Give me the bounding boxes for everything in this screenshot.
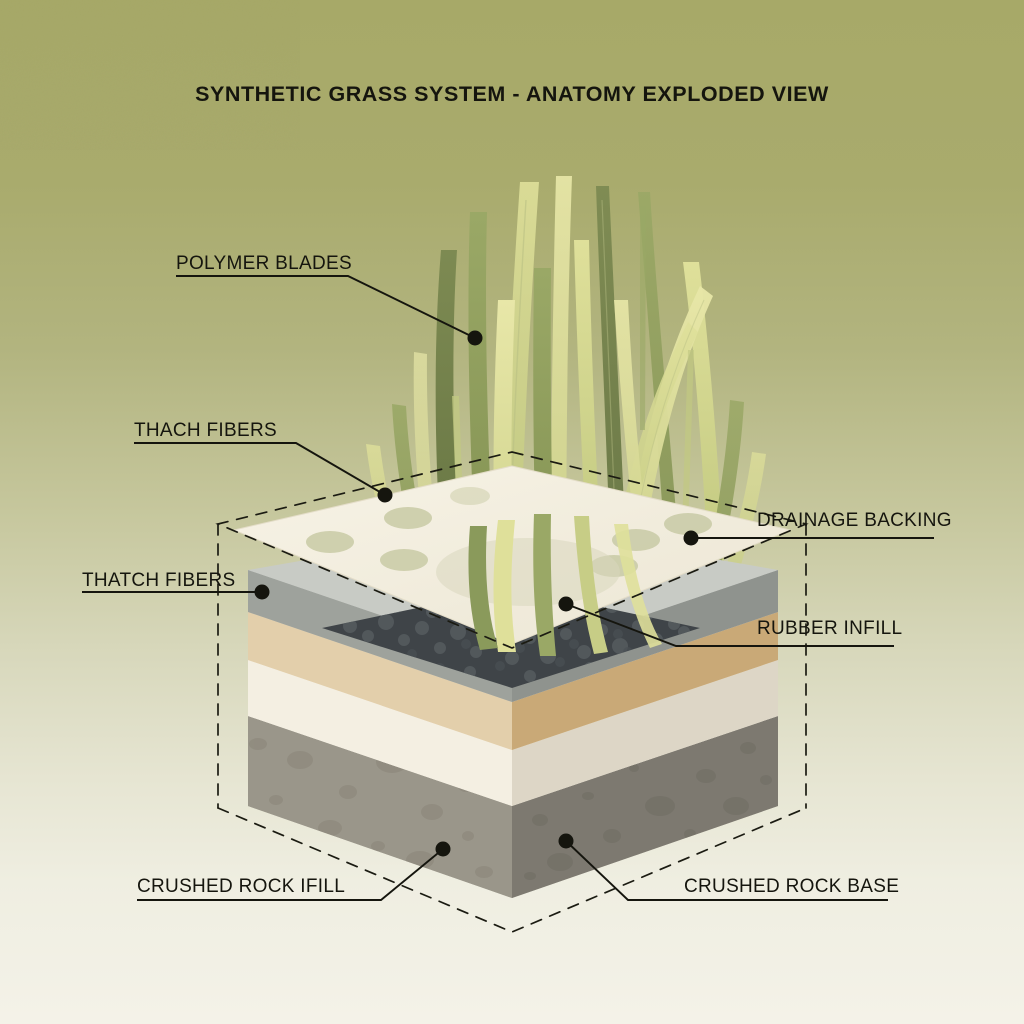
label-polymer-blades: POLYMER BLADES [176, 253, 352, 274]
label-drainage-backing: DRAINAGE BACKING [757, 510, 952, 531]
label-crushed-rock-base: CRUSHED ROCK BASE [684, 876, 900, 897]
label-thatch-fibers: THATCH FIBERS [82, 570, 236, 591]
paper-grain-texture [0, 0, 300, 150]
label-crushed-rock-ifill: CRUSHED ROCK IFILL [137, 876, 346, 897]
label-rubber-infill: RUBBER INFILL [757, 618, 903, 639]
label-thach-fibers: THACH FIBERS [134, 420, 277, 441]
page-title: SYNTHETIC GRASS SYSTEM - ANATOMY EXPLODE… [195, 82, 829, 106]
exploded-bounding-box [215, 451, 809, 933]
grass-base-front [468, 514, 662, 656]
